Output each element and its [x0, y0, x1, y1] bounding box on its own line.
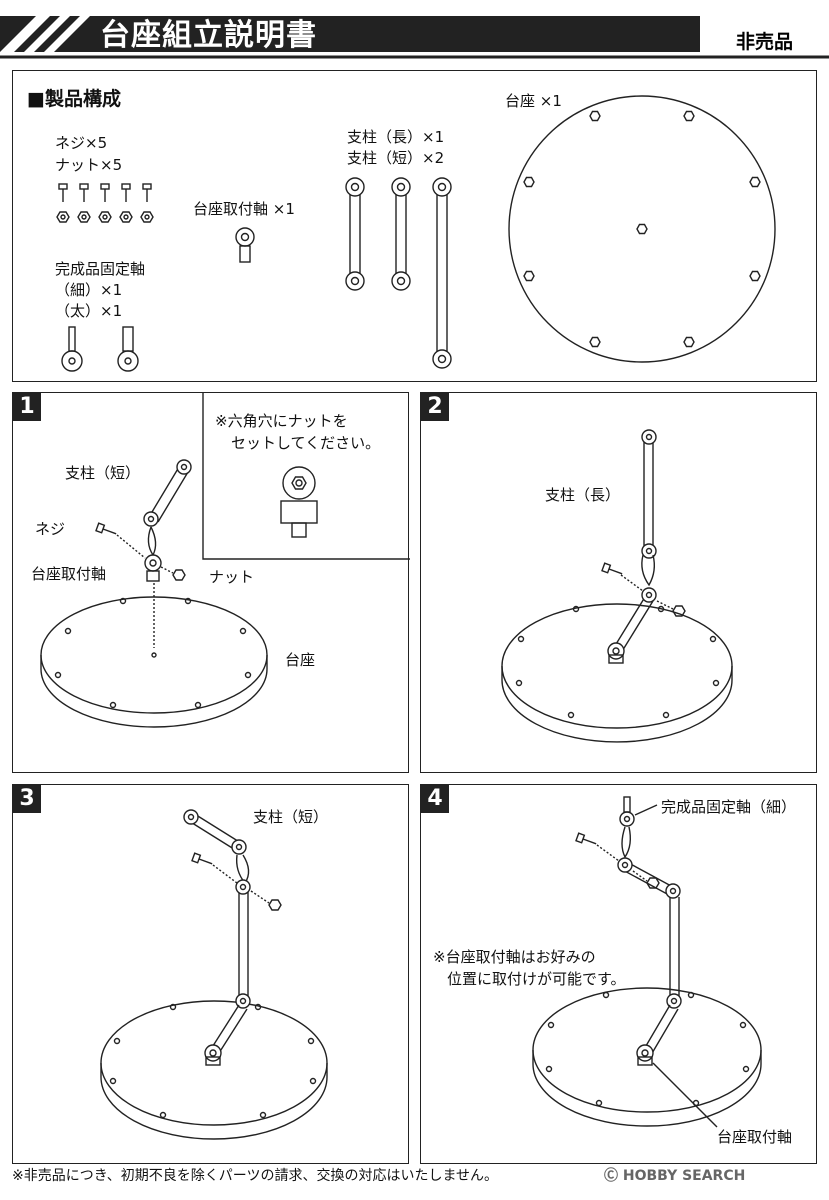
- step-2-panel: 2 支柱（長）: [420, 392, 817, 773]
- footer-note: ※非売品につき、初期不良を除くパーツの請求、交換の対応はいたしません。: [12, 1168, 499, 1184]
- parts-section-title: ■製品構成: [27, 88, 121, 110]
- fix-thick-label: （太）×1: [55, 302, 123, 320]
- step-4-note-line1: ※台座取付軸はお好みの: [433, 948, 596, 966]
- step-1-nut-label: ナット: [209, 568, 255, 586]
- step-1-screw-label: ネジ: [35, 520, 66, 538]
- base-mount-label: 台座取付軸 ×1: [193, 200, 295, 218]
- base-label: 台座 ×1: [505, 92, 562, 110]
- pillar-long-label: 支柱（長）×1: [347, 128, 445, 146]
- step-1-illustration: [40, 393, 410, 728]
- pillar-short-label: 支柱（短）×2: [347, 149, 445, 167]
- step-2-number: 2: [421, 393, 449, 421]
- fix-thin-label: （細）×1: [55, 281, 123, 299]
- step-4-note-line2: 位置に取付けが可能です。: [447, 970, 626, 988]
- step-1-base-mount-label: 台座取付軸: [31, 565, 107, 583]
- step-4-panel: 4 完成品固定軸（細）: [420, 784, 817, 1164]
- step-4-base-mount-label: 台座取付軸: [717, 1128, 793, 1146]
- parts-section: ■製品構成 ネジ×5 ナット×5 台座取付軸 ×1 支柱（長）×1 支柱（短）×…: [12, 70, 817, 382]
- step-1-note-line2: セットしてください。: [231, 434, 381, 452]
- step-3-illustration: [100, 809, 328, 1140]
- step-3-pillar-short-label: 支柱（短）: [253, 808, 329, 826]
- not-for-sale-label: 非売品: [736, 31, 794, 53]
- nuts-label: ナット×5: [55, 156, 123, 174]
- step-4-number: 4: [421, 785, 449, 813]
- fix-shaft-label: 完成品固定軸: [55, 260, 146, 278]
- screws-label: ネジ×5: [55, 134, 108, 152]
- parts-illustration: [56, 95, 776, 372]
- step-3-number: 3: [13, 785, 41, 813]
- step-2-illustration: [501, 429, 733, 743]
- document-title: 台座組立説明書: [100, 18, 317, 53]
- step-4-illustration: [532, 796, 762, 1128]
- step-1-note-line1: ※六角穴にナットを: [215, 412, 348, 430]
- step-3-panel: 3 支柱（短）: [12, 784, 409, 1164]
- header-bar: 台座組立説明書 非売品: [0, 0, 829, 64]
- step-1-number: 1: [13, 393, 41, 421]
- step-2-pillar-long-label: 支柱（長）: [545, 486, 621, 504]
- step-4-fix-thin-label: 完成品固定軸（細）: [661, 798, 797, 816]
- step-1-base-label: 台座: [285, 651, 316, 669]
- step-1-panel: 1 ※六角穴にナットを セットしてください。 支: [12, 392, 410, 773]
- step-1-pillar-short-label: 支柱（短）: [65, 464, 141, 482]
- watermark: Ⓒ HOBBY SEARCH: [604, 1168, 746, 1184]
